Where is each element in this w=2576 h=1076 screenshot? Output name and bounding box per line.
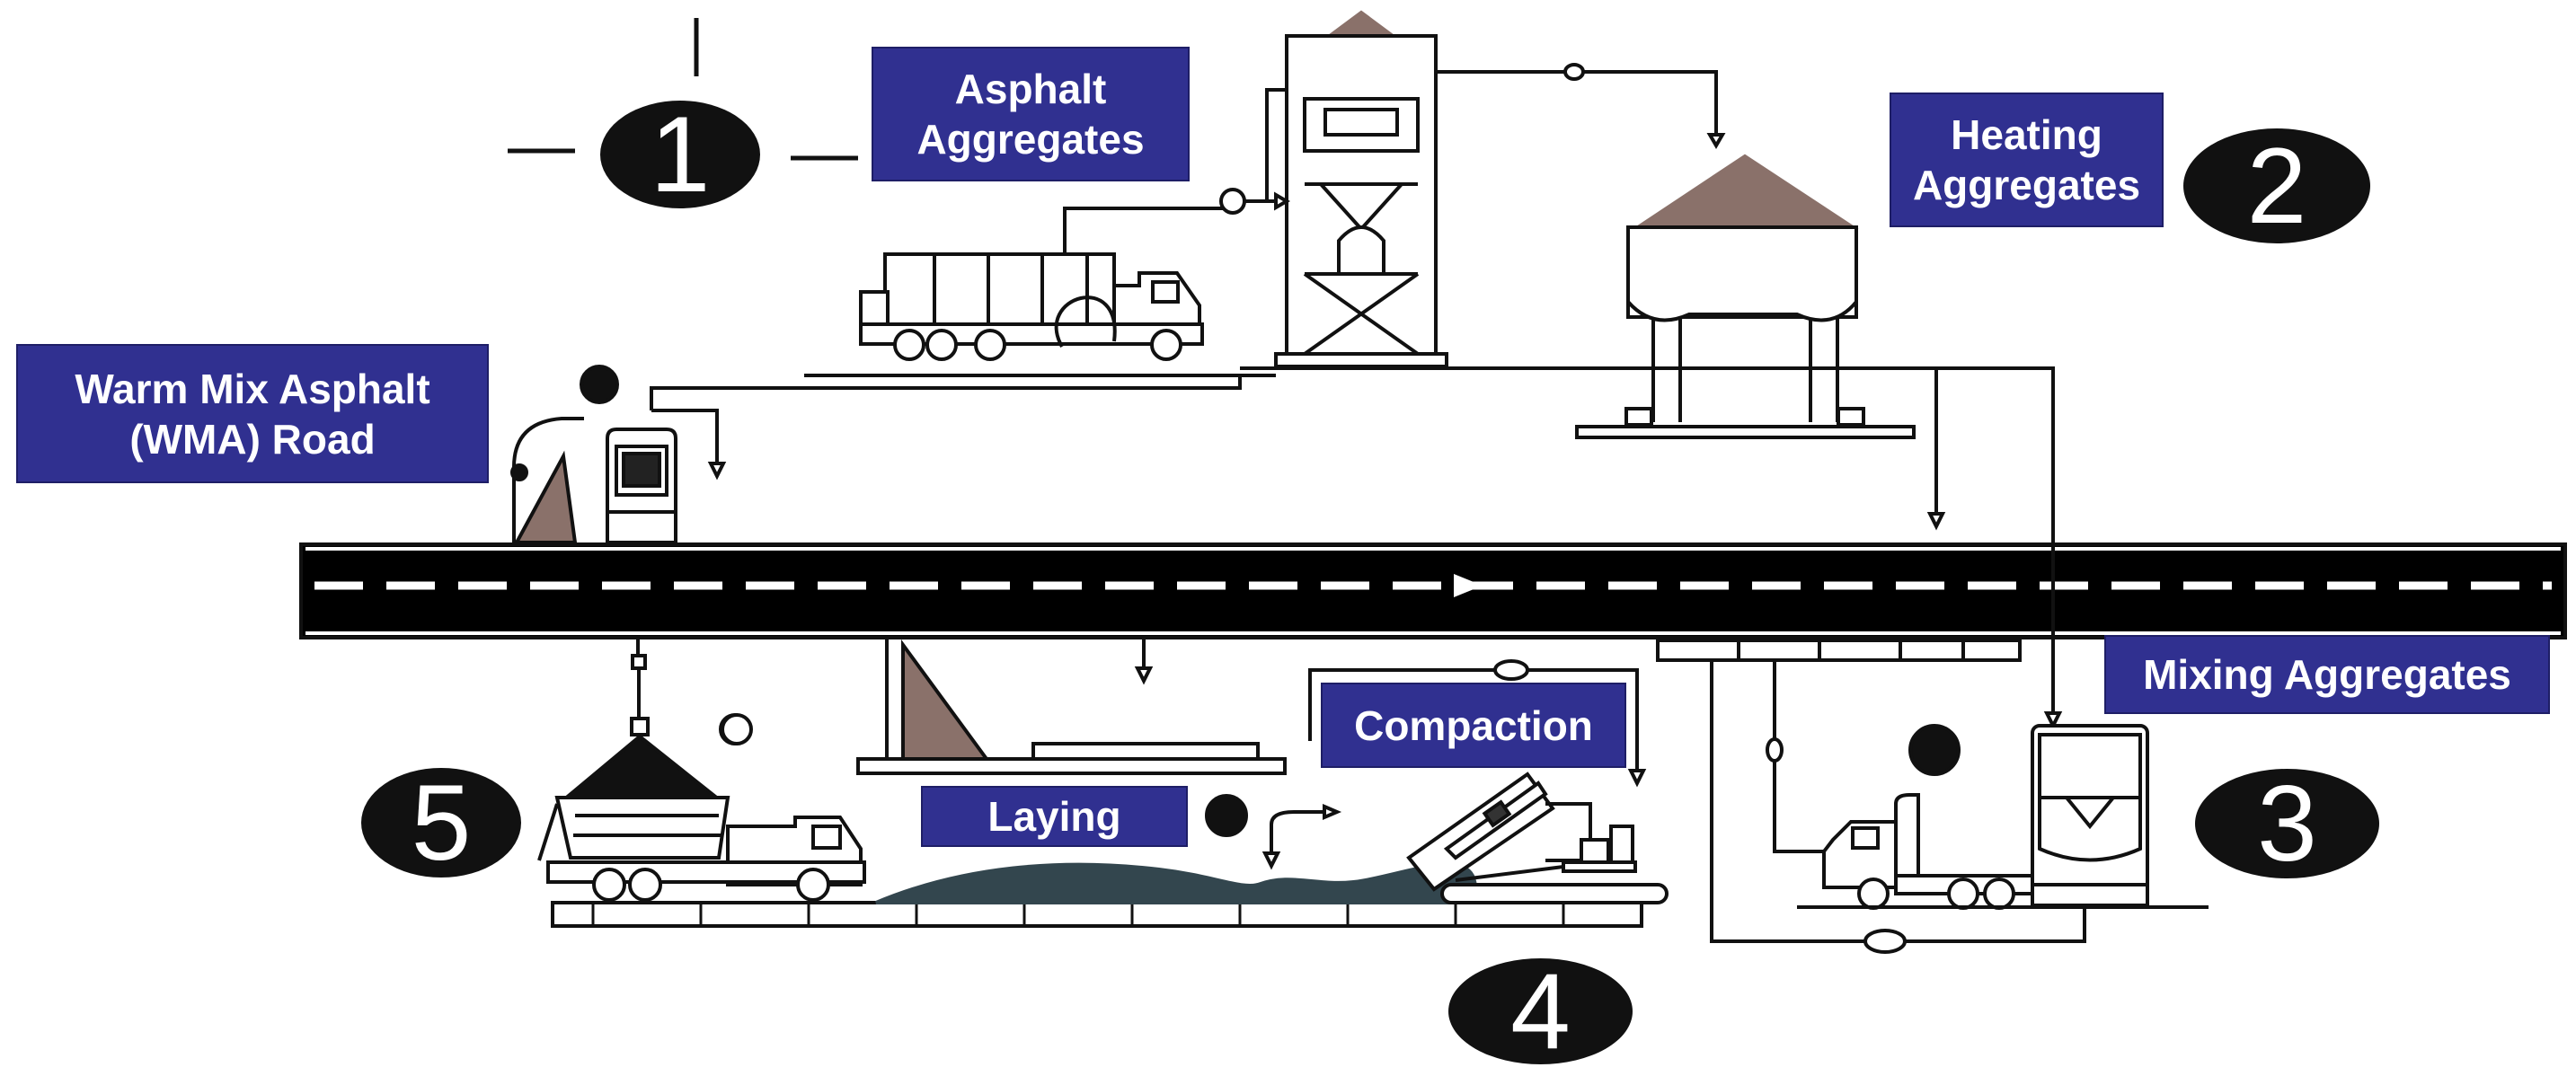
road (299, 542, 2567, 639)
asphalt-aggregates-station (804, 10, 1726, 377)
mixing-station (1656, 639, 2209, 954)
step-4-badge: 4 (1448, 957, 1633, 1065)
compaction-machine (1308, 659, 1669, 904)
distribution-pipes (650, 375, 1242, 481)
indicator-open-circle (721, 713, 753, 745)
step-2-badge: 2 (2183, 128, 2370, 243)
compaction-label: Compaction (1321, 683, 1626, 768)
wma-paver (510, 365, 677, 544)
asphalt-aggregates-label: Asphalt Aggregates (872, 47, 1190, 181)
heating-unit (1240, 154, 2063, 730)
crosshair-marks (508, 18, 858, 161)
mixing-aggregates-label: Mixing Aggregates (2104, 635, 2550, 714)
step-1-badge: 1 (600, 101, 760, 208)
laying-label: Laying (921, 786, 1188, 847)
loading-truck (537, 638, 1643, 928)
road-direction-arrow-icon (1454, 574, 1483, 597)
step-3-badge: 3 (2195, 769, 2379, 878)
step-5-badge: 5 (361, 768, 521, 878)
laying-area (856, 638, 1477, 904)
wma-road-label: Warm Mix Asphalt (WMA) Road (16, 344, 489, 483)
heating-aggregates-label: Heating Aggregates (1890, 93, 2164, 227)
